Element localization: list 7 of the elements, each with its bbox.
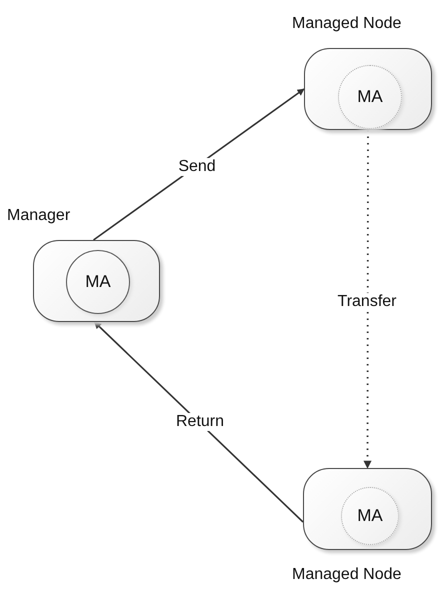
node-title: Manager xyxy=(7,207,70,225)
arrow xyxy=(93,88,305,241)
dotted-arrow xyxy=(363,130,372,469)
arrow xyxy=(94,321,304,523)
edge-label: Send xyxy=(176,158,218,176)
node-title: Managed Node xyxy=(292,566,402,584)
node-title: Managed Node xyxy=(292,15,402,33)
